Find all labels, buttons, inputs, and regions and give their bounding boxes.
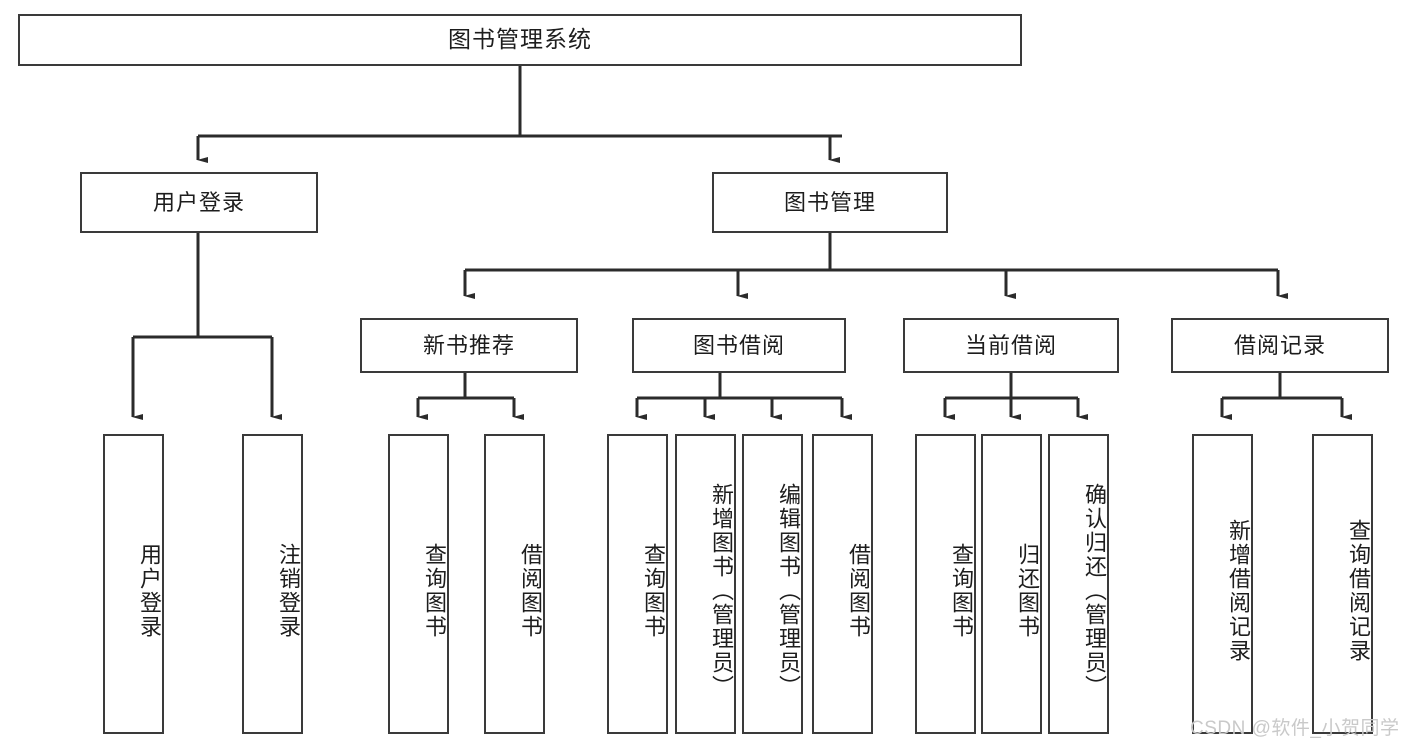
leaf-add-book-admin[interactable]: 新增图书（管理员） [675, 434, 736, 734]
leaf-return-book[interactable]: 归还图书 [981, 434, 1042, 734]
leaf-confirm-return-admin[interactable]: 确认归还（管理员） [1048, 434, 1109, 734]
node-book-management-system[interactable]: 图书管理系统 [18, 14, 1022, 66]
node-book-borrow[interactable]: 图书借阅 [632, 318, 846, 373]
csdn-watermark: CSDN @软件_小贺同学 [1190, 718, 1400, 739]
node-borrow-record[interactable]: 借阅记录 [1171, 318, 1389, 373]
leaf-edit-book-admin[interactable]: 编辑图书（管理员） [742, 434, 803, 734]
leaf-query-book-recommend[interactable]: 查询图书 [388, 434, 449, 734]
node-user-login[interactable]: 用户登录 [80, 172, 318, 233]
leaf-borrow-book-recommend[interactable]: 借阅图书 [484, 434, 545, 734]
node-new-book-recommend[interactable]: 新书推荐 [360, 318, 578, 373]
leaf-query-book-current[interactable]: 查询图书 [915, 434, 976, 734]
leaf-query-book-borrow[interactable]: 查询图书 [607, 434, 668, 734]
leaf-add-borrow-record[interactable]: 新增借阅记录 [1192, 434, 1253, 734]
node-current-borrow[interactable]: 当前借阅 [903, 318, 1119, 373]
leaf-logout[interactable]: 注销登录 [242, 434, 303, 734]
leaf-query-borrow-record[interactable]: 查询借阅记录 [1312, 434, 1373, 734]
node-book-management[interactable]: 图书管理 [712, 172, 948, 233]
leaf-user-login[interactable]: 用户登录 [103, 434, 164, 734]
leaf-borrow-book[interactable]: 借阅图书 [812, 434, 873, 734]
